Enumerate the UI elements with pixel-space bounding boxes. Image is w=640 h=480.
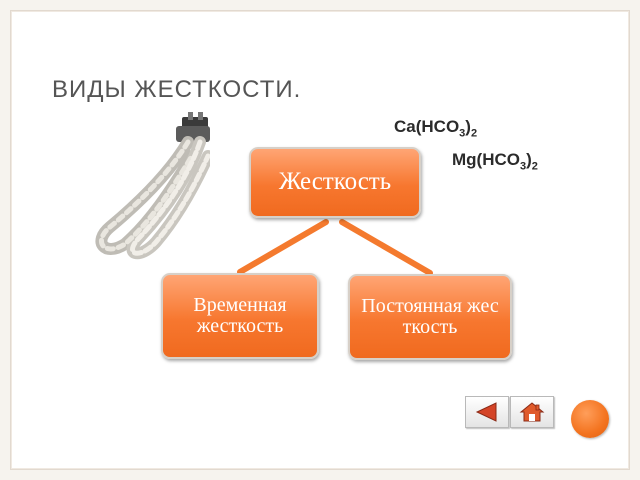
formula-ca-base: Ca(HCO (394, 117, 460, 136)
formula-mg-close: ) (526, 150, 532, 169)
heating-element-image (95, 112, 210, 260)
formula-mg-base: Mg(HCO (452, 150, 520, 169)
triangle-left-icon (475, 402, 497, 422)
formula-magnesium-bicarbonate: Mg(HCO3)2 (452, 150, 538, 172)
slide-title: Виды жесткости. (52, 76, 302, 103)
node-permanent-hardness: Постоянная жесткость (348, 274, 512, 360)
previous-slide-button[interactable] (465, 396, 509, 428)
house-icon (519, 402, 545, 422)
slide-frame (10, 10, 630, 470)
orange-circle-button[interactable] (571, 400, 609, 438)
formula-calcium-bicarbonate: Ca(HCO3)2 (394, 117, 477, 139)
connector-left (237, 219, 329, 275)
formula-ca-sub2: 2 (470, 127, 478, 140)
node-hardness: Жесткость (249, 147, 421, 218)
node-temporary-hardness: Временная жесткость (161, 273, 319, 359)
formula-ca-close: ) (465, 117, 471, 136)
home-button[interactable] (510, 396, 554, 428)
connector-right (339, 219, 433, 276)
formula-mg-sub1: 3 (519, 160, 527, 173)
formula-ca-sub1: 3 (459, 127, 466, 140)
formula-mg-sub2: 2 (531, 160, 538, 173)
